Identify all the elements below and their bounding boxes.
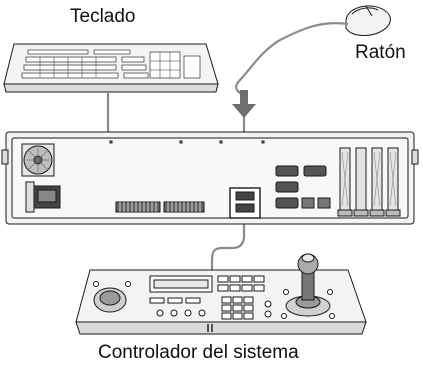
- connection-arrow: [232, 90, 256, 118]
- controller-illustration: [75, 253, 367, 335]
- mouse-illustration: [345, 5, 391, 36]
- keyboard-illustration: [3, 43, 219, 93]
- controller-label: Controlador del sistema: [98, 342, 299, 363]
- server-unit: [1, 131, 419, 225]
- mouse-label: Ratón: [355, 42, 406, 63]
- keyboard-label: Teclado: [70, 6, 136, 27]
